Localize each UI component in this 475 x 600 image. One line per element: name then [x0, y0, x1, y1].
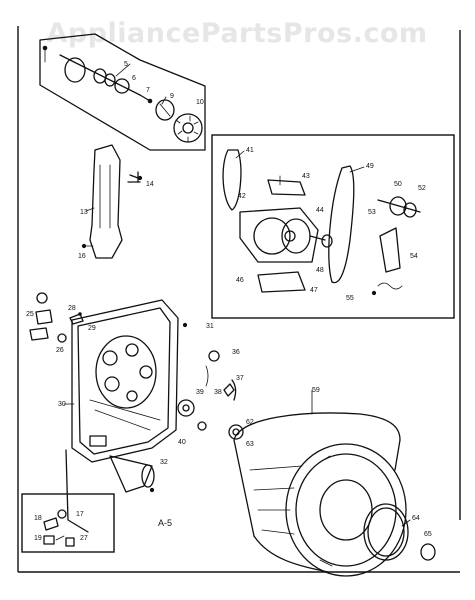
- callout-16: 16: [78, 253, 86, 260]
- callout-53: 53: [368, 209, 376, 216]
- callout-25: 25: [26, 311, 34, 318]
- callout-44: 44: [316, 207, 324, 214]
- callout-37: 37: [236, 375, 244, 382]
- motor-inset-box: [211, 134, 455, 319]
- callout-28: 28: [68, 305, 76, 312]
- callout-65: 65: [424, 531, 432, 538]
- callout-50: 50: [394, 181, 402, 188]
- dryer-drum: [233, 412, 436, 577]
- callout-19: 19: [34, 535, 42, 542]
- small-parts-detail: [43, 509, 75, 547]
- callout-leaders: [63, 63, 411, 527]
- callout-39: 39: [196, 389, 204, 396]
- callout-36: 36: [232, 349, 240, 356]
- door-switch-parts: [29, 292, 84, 343]
- exhaust-duct: [81, 144, 143, 259]
- filter-housing: [109, 455, 155, 493]
- motor-assembly: [222, 149, 421, 296]
- callout-59: 59: [312, 387, 320, 394]
- callout-47: 47: [310, 287, 318, 294]
- callout-40: 40: [178, 439, 186, 446]
- callout-42: 42: [238, 193, 246, 200]
- callout-10: 10: [196, 99, 204, 106]
- idler-shaft-assembly: [39, 33, 206, 151]
- callout-52: 52: [418, 185, 426, 192]
- callout-26: 26: [56, 347, 64, 354]
- callout-18: 18: [34, 515, 42, 522]
- callout-55: 55: [346, 295, 354, 302]
- callout-6: 6: [132, 75, 136, 82]
- callout-7: 7: [146, 87, 150, 94]
- callout-17: 17: [76, 511, 84, 518]
- callout-41: 41: [246, 147, 254, 154]
- callout-9: 9: [170, 93, 174, 100]
- callout-62: 62: [246, 419, 254, 426]
- callout-63: 63: [246, 441, 254, 448]
- callout-31: 31: [206, 323, 214, 330]
- callout-43: 43: [302, 173, 310, 180]
- diagram-label: A-5: [158, 518, 172, 528]
- callout-27: 27: [80, 535, 88, 542]
- callout-13: 13: [80, 209, 88, 216]
- callout-64: 64: [412, 515, 420, 522]
- watermark: AppliancePartsPros.com: [46, 18, 427, 49]
- callout-49: 49: [366, 163, 374, 170]
- callout-48: 48: [316, 267, 324, 274]
- callout-5: 5: [124, 61, 128, 68]
- callout-29: 29: [88, 325, 96, 332]
- small-parts-inset: [21, 493, 115, 553]
- drum-roller-parts: [177, 322, 244, 440]
- callout-30: 30: [58, 401, 66, 408]
- front-bulkhead: [65, 299, 179, 533]
- callout-14: 14: [146, 181, 154, 188]
- callout-54: 54: [410, 253, 418, 260]
- callout-32: 32: [160, 459, 168, 466]
- callout-labels: 5 6 7 9 10 13 14 16 17 18 19 25 26 27 28…: [26, 61, 432, 542]
- callout-46: 46: [236, 277, 244, 284]
- callout-38: 38: [214, 389, 222, 396]
